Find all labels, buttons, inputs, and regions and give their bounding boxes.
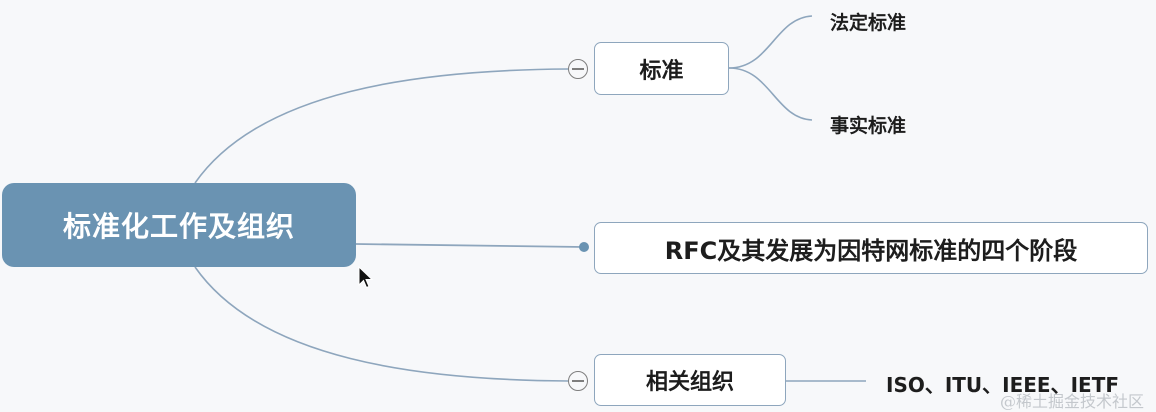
link-standard-legal bbox=[728, 15, 813, 69]
root-topic[interactable]: 标准化工作及组织 bbox=[2, 183, 356, 267]
topic-rfc-stages[interactable]: RFC及其发展为因特网标准的四个阶段 bbox=[594, 222, 1148, 274]
topic-organizations[interactable]: 相关组织 bbox=[594, 354, 786, 406]
mouse-cursor-icon bbox=[358, 266, 374, 289]
dot-icon bbox=[579, 242, 589, 252]
link-root-standard bbox=[194, 68, 569, 184]
topic-standard[interactable]: 标准 bbox=[594, 42, 729, 95]
link-root-org bbox=[194, 266, 569, 382]
subtopic-defacto-standard[interactable]: 事实标准 bbox=[830, 115, 907, 137]
collapse-minus-icon[interactable] bbox=[568, 371, 588, 391]
watermark: @稀土掘金技术社区 bbox=[1000, 392, 1145, 411]
collapse-minus-icon[interactable] bbox=[568, 59, 588, 79]
subtopic-organization-list[interactable]: ISO、ITU、IEEE、IETF bbox=[886, 373, 1120, 397]
link-root-rfc bbox=[355, 243, 585, 248]
subtopic-legal-standard[interactable]: 法定标准 bbox=[830, 12, 907, 34]
link-standard-defacto bbox=[728, 67, 813, 121]
